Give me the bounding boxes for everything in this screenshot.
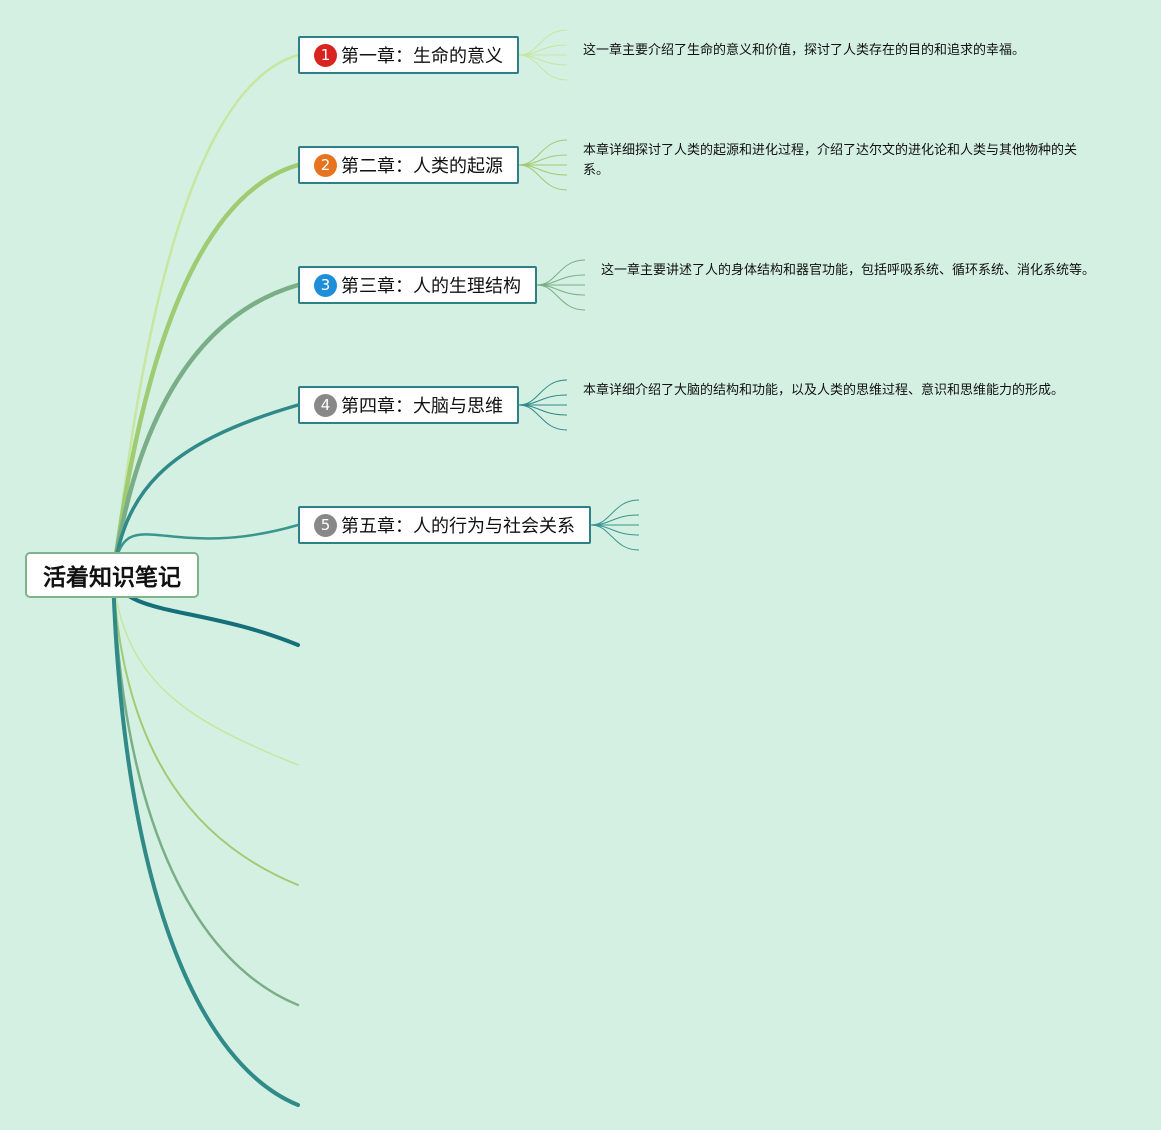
chapter-4-label: 第四章：大脑与思维 bbox=[341, 396, 503, 417]
branch-line-2 bbox=[110, 162, 301, 578]
root-topic[interactable]: 活着知识笔记 bbox=[25, 552, 199, 598]
chapter-4-summary[interactable]: 本章详细介绍了大脑的结构和功能，以及人类的思维过程、意识和思维能力的形成。 bbox=[583, 383, 1065, 398]
number-3-icon: 3 bbox=[314, 273, 337, 297]
branch-line-8 bbox=[112, 574, 299, 886]
chapter-4-twig-5 bbox=[518, 404, 568, 431]
chapter-1-twig-5 bbox=[518, 54, 568, 81]
number-5-icon: 5 bbox=[314, 513, 337, 537]
chapter-4-node[interactable]: 4 第四章：大脑与思维 bbox=[298, 386, 519, 424]
chapter-1-summary[interactable]: 这一章主要介绍了生命的意义和价值，探讨了人类存在的目的和追求的幸福。 bbox=[583, 43, 1026, 58]
chapter-5-label: 第五章：人的行为与社会关系 bbox=[341, 516, 575, 537]
chapter-5-node[interactable]: 5 第五章：人的行为与社会关系 bbox=[298, 506, 591, 544]
branch-line-10 bbox=[111, 573, 300, 1107]
chapter-1-node[interactable]: 1 第一章：生命的意义 bbox=[298, 36, 519, 74]
number-1-icon: 1 bbox=[314, 43, 337, 67]
chapter-3-label: 第三章：人的生理结构 bbox=[341, 276, 521, 297]
number-2-icon: 2 bbox=[314, 153, 337, 177]
chapter-5-twig-1 bbox=[590, 499, 640, 526]
chapter-2-twig-1 bbox=[518, 139, 568, 166]
chapter-2-node[interactable]: 2 第二章：人类的起源 bbox=[298, 146, 519, 184]
branch-line-9 bbox=[111, 573, 300, 1007]
branch-line-4 bbox=[111, 403, 300, 577]
branch-line-5 bbox=[111, 523, 300, 577]
chapter-2-label: 第二章：人类的起源 bbox=[341, 156, 503, 177]
detail-connectors bbox=[518, 29, 640, 551]
chapter-3-twig-5 bbox=[536, 284, 586, 311]
chapter-5-twig-5 bbox=[590, 524, 640, 551]
chapter-2-twig-5 bbox=[518, 164, 568, 191]
chapter-4-twig-1 bbox=[518, 379, 568, 406]
chapter-3-twig-1 bbox=[536, 259, 586, 286]
chapter-1-label: 第一章：生命的意义 bbox=[341, 46, 503, 67]
chapter-3-summary[interactable]: 这一章主要讲述了人的身体结构和器官功能，包括呼吸系统、循环系统、消化系统等。 bbox=[601, 263, 1096, 278]
number-4-icon: 4 bbox=[314, 393, 337, 417]
chapter-3-node[interactable]: 3 第三章：人的生理结构 bbox=[298, 266, 537, 304]
branch-line-7 bbox=[112, 574, 299, 766]
chapter-2-summary[interactable]: 本章详细探讨了人类的起源和进化过程，介绍了达尔文的进化论和人类与其他物种的关系。 bbox=[583, 143, 1078, 178]
chapter-1-twig-1 bbox=[518, 29, 568, 56]
